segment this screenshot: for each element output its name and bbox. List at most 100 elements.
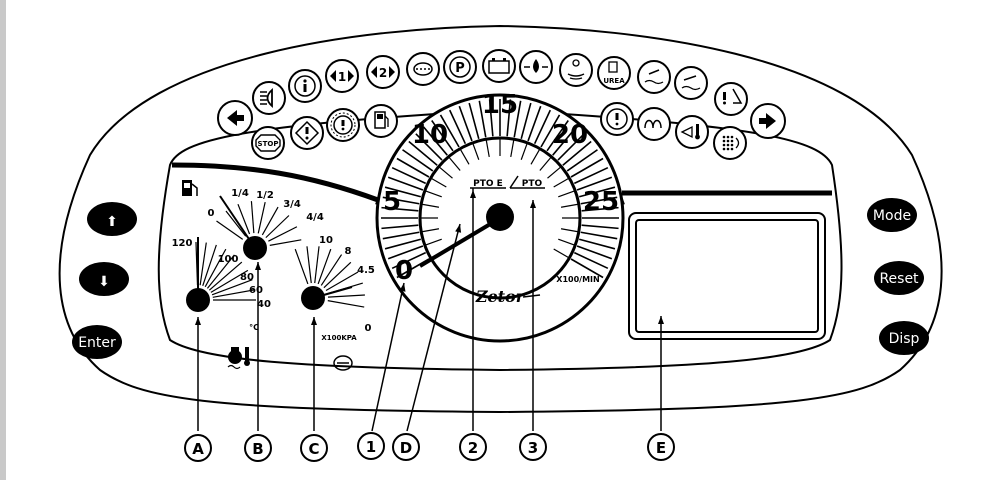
brake-warning-icon [326,108,360,142]
pressure-mark-0: 0 [365,323,372,334]
callout-d: D [392,433,420,461]
tach-tick [566,149,598,172]
tach-tick [408,140,438,166]
callout-1: 1 [357,432,385,460]
pressure-gauge: 10 8 4.5 0 X100KPA [294,235,375,371]
tach-tick [382,231,420,240]
turn-signal-left-icon [217,100,253,136]
turn-signal-trailer2-icon: 2 [366,55,400,89]
tach-inner-tick [520,142,528,160]
tach-tick [552,126,578,156]
svg-text:3: 3 [528,439,538,457]
callout-3: 3 [519,433,547,461]
tach-tick [387,176,424,191]
tach-tick [533,109,552,145]
tach-tick [581,224,619,230]
pressure-tick [323,261,352,289]
air-filter-icon [713,126,747,160]
callout-c: C [300,434,328,462]
tach-tick [391,166,427,185]
warning-triangle-icon [714,82,748,116]
callout-2: 2 [459,433,487,461]
temp-tick [208,261,243,291]
fuel-gauge-ticks [216,201,302,246]
outer-housing [58,24,943,414]
tach-tick [573,251,609,270]
tach-inner-tick [510,139,515,158]
tach-inner-tick [472,142,480,160]
pressure-gauge-ticks [294,246,365,308]
enter-button[interactable]: Enter [72,325,122,359]
coolant-level-icon [637,60,671,94]
fuel-tick [250,201,255,234]
tach-tick [513,100,522,138]
urea-icon: UREA [597,56,631,90]
tach-inner-tick [553,248,570,259]
tach-tick [562,140,592,166]
urea-label: UREA [603,77,625,85]
glow-plug-icon [637,107,671,141]
pressure-tick [294,248,309,285]
tach-inner-tick [485,139,490,158]
tach-tick [384,186,422,198]
reset-button-label: Reset [879,271,919,287]
trailer1-label: 1 [338,70,346,84]
tach-tick [478,100,487,138]
tach-inner-tick [421,228,440,233]
temp-tick [206,254,235,289]
reset-button[interactable]: Reset [874,261,924,295]
down-arrow-icon: ⬇ [98,274,110,290]
callout-a: A [184,434,212,462]
tach-inner-tick [553,177,570,188]
tach-mark-25: 25 [583,187,619,217]
transmission-oil-temp-icon [675,115,709,149]
brake-fluid-icon [600,102,634,136]
temp-tick [199,242,207,286]
up-button[interactable]: ⬆ [87,202,137,236]
pressure-tick [320,254,343,286]
tach-inner-tick [560,228,579,233]
up-arrow-icon: ⬆ [106,214,118,230]
temp-mark-120: 120 [172,238,193,249]
mode-button[interactable]: Mode [867,198,917,232]
tach-inner-tick [459,148,470,165]
temp-tick [212,289,256,298]
down-button[interactable]: ⬇ [79,262,129,296]
tach-tick [578,186,616,198]
tach-mark-15: 15 [482,90,518,120]
pto-e-label: PTO E [473,179,503,189]
temp-hub [186,288,210,312]
disp-button[interactable]: Disp [879,321,929,355]
tachometer: 0 5 10 15 20 25 PTO E PTO X100/MIN Zetor [375,90,625,343]
tach-inner-tick [448,156,461,171]
callout-b: B [244,434,272,462]
fuel-mark-quarter: 1/4 [231,188,249,199]
tach-inner-tick [424,238,442,246]
tach-tick [540,114,561,148]
pto-label: PTO [522,179,543,189]
fuel-mark-0: 0 [208,208,215,219]
tach-inner-tick [560,203,579,208]
parking-letter-icon: P [455,61,465,76]
temp-mark-80: 80 [240,272,254,283]
tachometer-ticks [381,99,619,279]
tach-tick [384,238,422,250]
temp-mark-60: 60 [249,285,263,296]
tach-tick [448,109,467,145]
tach-tick [573,166,609,185]
tach-tick [570,157,604,178]
pressure-tick [327,300,365,308]
temp-tick [211,279,253,296]
tach-tick [546,120,569,152]
disp-button-label: Disp [889,331,920,347]
turn-signal-trailer1-icon: 1 [325,59,359,93]
callout-e: E [647,433,675,461]
fuel-pump-icon [182,180,198,196]
tachometer-hub [486,203,514,231]
tach-tick [387,245,424,260]
fuel-tick [261,206,279,236]
fuel-tick [265,215,290,239]
svg-text:A: A [192,440,204,458]
seat-icon [559,53,593,87]
pressure-mark-8: 8 [345,246,352,257]
